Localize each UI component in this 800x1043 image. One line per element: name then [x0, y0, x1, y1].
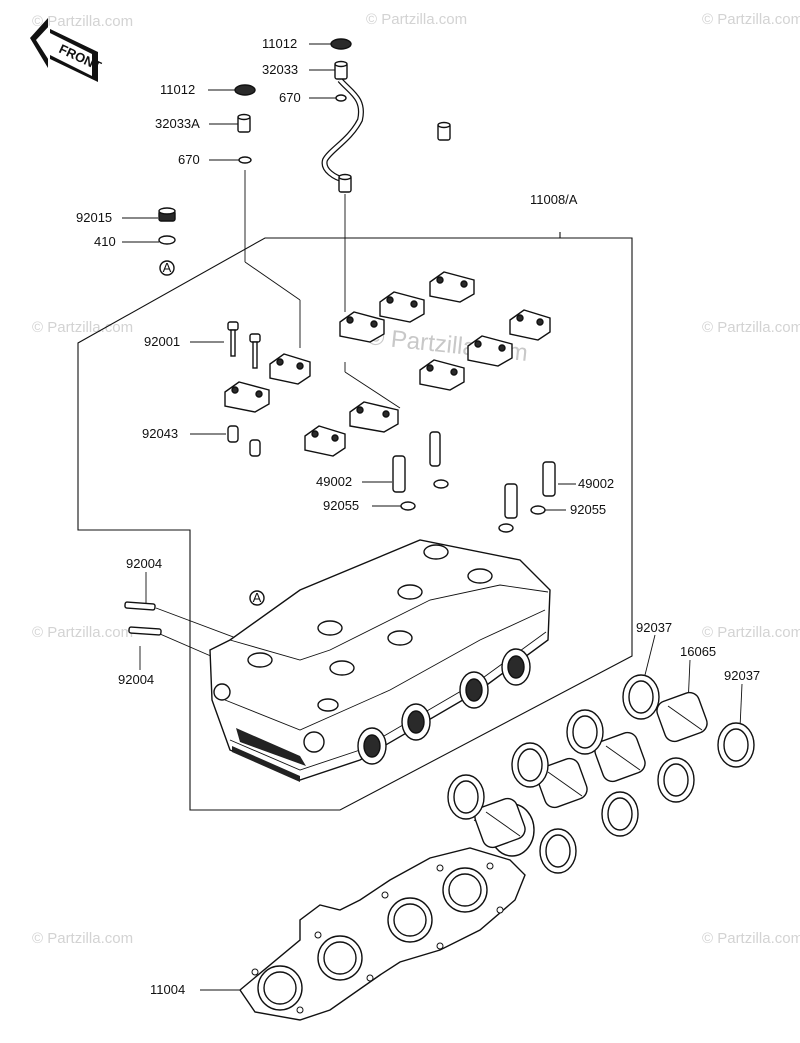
bolts-92001	[227, 321, 261, 369]
watermark-top-center: © Partzilla.com	[366, 11, 467, 28]
cap-11012-upper	[330, 38, 352, 50]
label-92055-right: 92055	[570, 502, 606, 517]
label-11012-upper: 11012	[262, 36, 297, 51]
part-labels: 11012 32033 11012 670 32033A 670 11008/A…	[76, 36, 760, 997]
label-92043: 92043	[142, 426, 178, 441]
label-49002-right: 49002	[578, 476, 614, 491]
label-670-upper: 670	[279, 90, 301, 105]
watermark-bottom-left: © Partzilla.com	[32, 930, 133, 947]
watermark-upper-left: © Partzilla.com	[32, 319, 133, 336]
washer-410	[158, 235, 176, 245]
watermark-top-left: © Partzilla.com	[32, 13, 133, 30]
label-32033: 32033	[262, 62, 298, 77]
label-92015: 92015	[76, 210, 112, 225]
callout-a-lower	[249, 590, 265, 606]
label-92037-left: 92037	[636, 620, 672, 635]
label-92004-upper: 92004	[126, 556, 162, 571]
watermark-upper-right: © Partzilla.com	[702, 319, 800, 336]
watermark-top-right: © Partzilla.com	[702, 11, 800, 28]
watermark-mid-right: © Partzilla.com	[702, 624, 800, 641]
orings-92055	[400, 479, 546, 533]
label-11012-lower: 11012	[160, 82, 195, 97]
label-92001: 92001	[144, 334, 180, 349]
watermarks: © Partzilla.com © Partzilla.com © Partzi…	[32, 11, 800, 947]
camshaft-caps	[224, 271, 551, 457]
label-92004-lower: 92004	[118, 672, 154, 687]
studs-92004	[124, 601, 162, 636]
front-arrow: FRONT	[30, 18, 104, 82]
cap-11012-lower	[234, 84, 256, 96]
cylinder-head-outline	[77, 232, 633, 811]
label-49002-left: 49002	[316, 474, 352, 489]
dowels-92043	[227, 425, 261, 457]
label-32033A: 32033A	[155, 116, 200, 131]
plug-92015	[158, 207, 176, 222]
head-gasket	[239, 847, 526, 1021]
label-92055-left: 92055	[323, 498, 359, 513]
oil-pipe	[237, 60, 451, 193]
callout-a-lower-text: A	[253, 590, 262, 605]
label-11004: 11004	[150, 982, 185, 997]
callout-a-upper-text: A	[163, 260, 172, 275]
label-92037-right: 92037	[724, 668, 760, 683]
label-410: 410	[94, 234, 116, 249]
valve-adjusters-49002	[392, 431, 556, 519]
intake-holders	[473, 691, 708, 857]
callout-a-upper	[159, 260, 175, 276]
watermark-bottom-right: © Partzilla.com	[702, 930, 800, 947]
label-16065: 16065	[680, 644, 716, 659]
watermark-mid-left: © Partzilla.com	[32, 624, 133, 641]
label-11008A: 11008/A	[530, 192, 578, 207]
washer-670-upper	[335, 94, 347, 102]
cylinder-head	[209, 539, 551, 782]
leader-lines	[122, 43, 743, 991]
label-670-lower: 670	[178, 152, 200, 167]
washer-670-lower	[238, 156, 252, 164]
clamps-92037	[447, 674, 755, 874]
